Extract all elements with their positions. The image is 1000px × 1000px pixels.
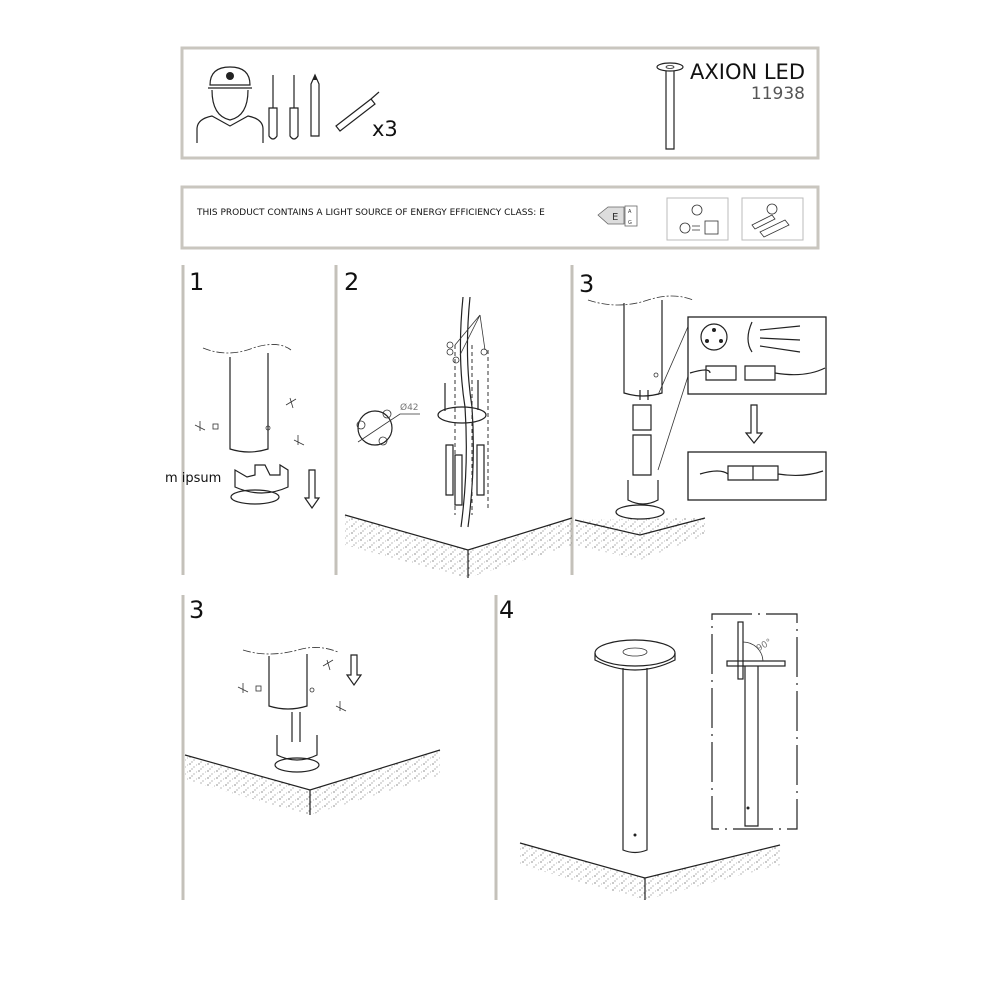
product-code: 11938	[751, 84, 805, 104]
detail-inset	[687, 451, 827, 501]
step-3: 3	[574, 270, 827, 560]
flat-screwdriver-icon	[289, 75, 299, 140]
energy-label-icon: E A G	[597, 205, 638, 227]
step-number: 2	[344, 268, 359, 296]
header-panel: x3 AXION LED 11938	[180, 46, 820, 160]
quantity-label: x3	[372, 117, 398, 141]
phillips-screwdriver-icon	[268, 75, 278, 140]
pencil-icon	[310, 73, 320, 137]
step-2: 2 Ø42	[344, 268, 573, 578]
step-number: 1	[189, 268, 204, 296]
installer-icon	[196, 66, 264, 143]
angle-label: 90°	[755, 637, 774, 654]
step-number: 3	[579, 270, 594, 298]
energy-statement: THIS PRODUCT CONTAINS A LIGHT SOURCE OF …	[196, 208, 545, 218]
product-lamp-icon	[656, 62, 684, 150]
energy-scale-bottom: G	[628, 220, 632, 226]
step-1: 1 m ipsum	[165, 268, 321, 510]
step-number: 3	[189, 596, 204, 624]
energy-class-letter: E	[612, 212, 618, 223]
hole-diameter-label: Ø42	[400, 402, 419, 413]
product-name: AXION LED	[690, 60, 805, 84]
step-3b: 3	[184, 596, 441, 815]
detail-inset	[687, 316, 827, 395]
wall-plug-icon	[335, 91, 380, 132]
replaceable-led-icon	[666, 197, 729, 241]
step-1-note: m ipsum	[165, 471, 221, 486]
energy-scale-top: A	[628, 209, 632, 215]
energy-panel: THIS PRODUCT CONTAINS A LIGHT SOURCE OF …	[180, 185, 820, 250]
step-number: 4	[499, 596, 514, 624]
step-4: 4 90°	[499, 596, 798, 900]
replaceable-driver-icon	[741, 197, 804, 241]
